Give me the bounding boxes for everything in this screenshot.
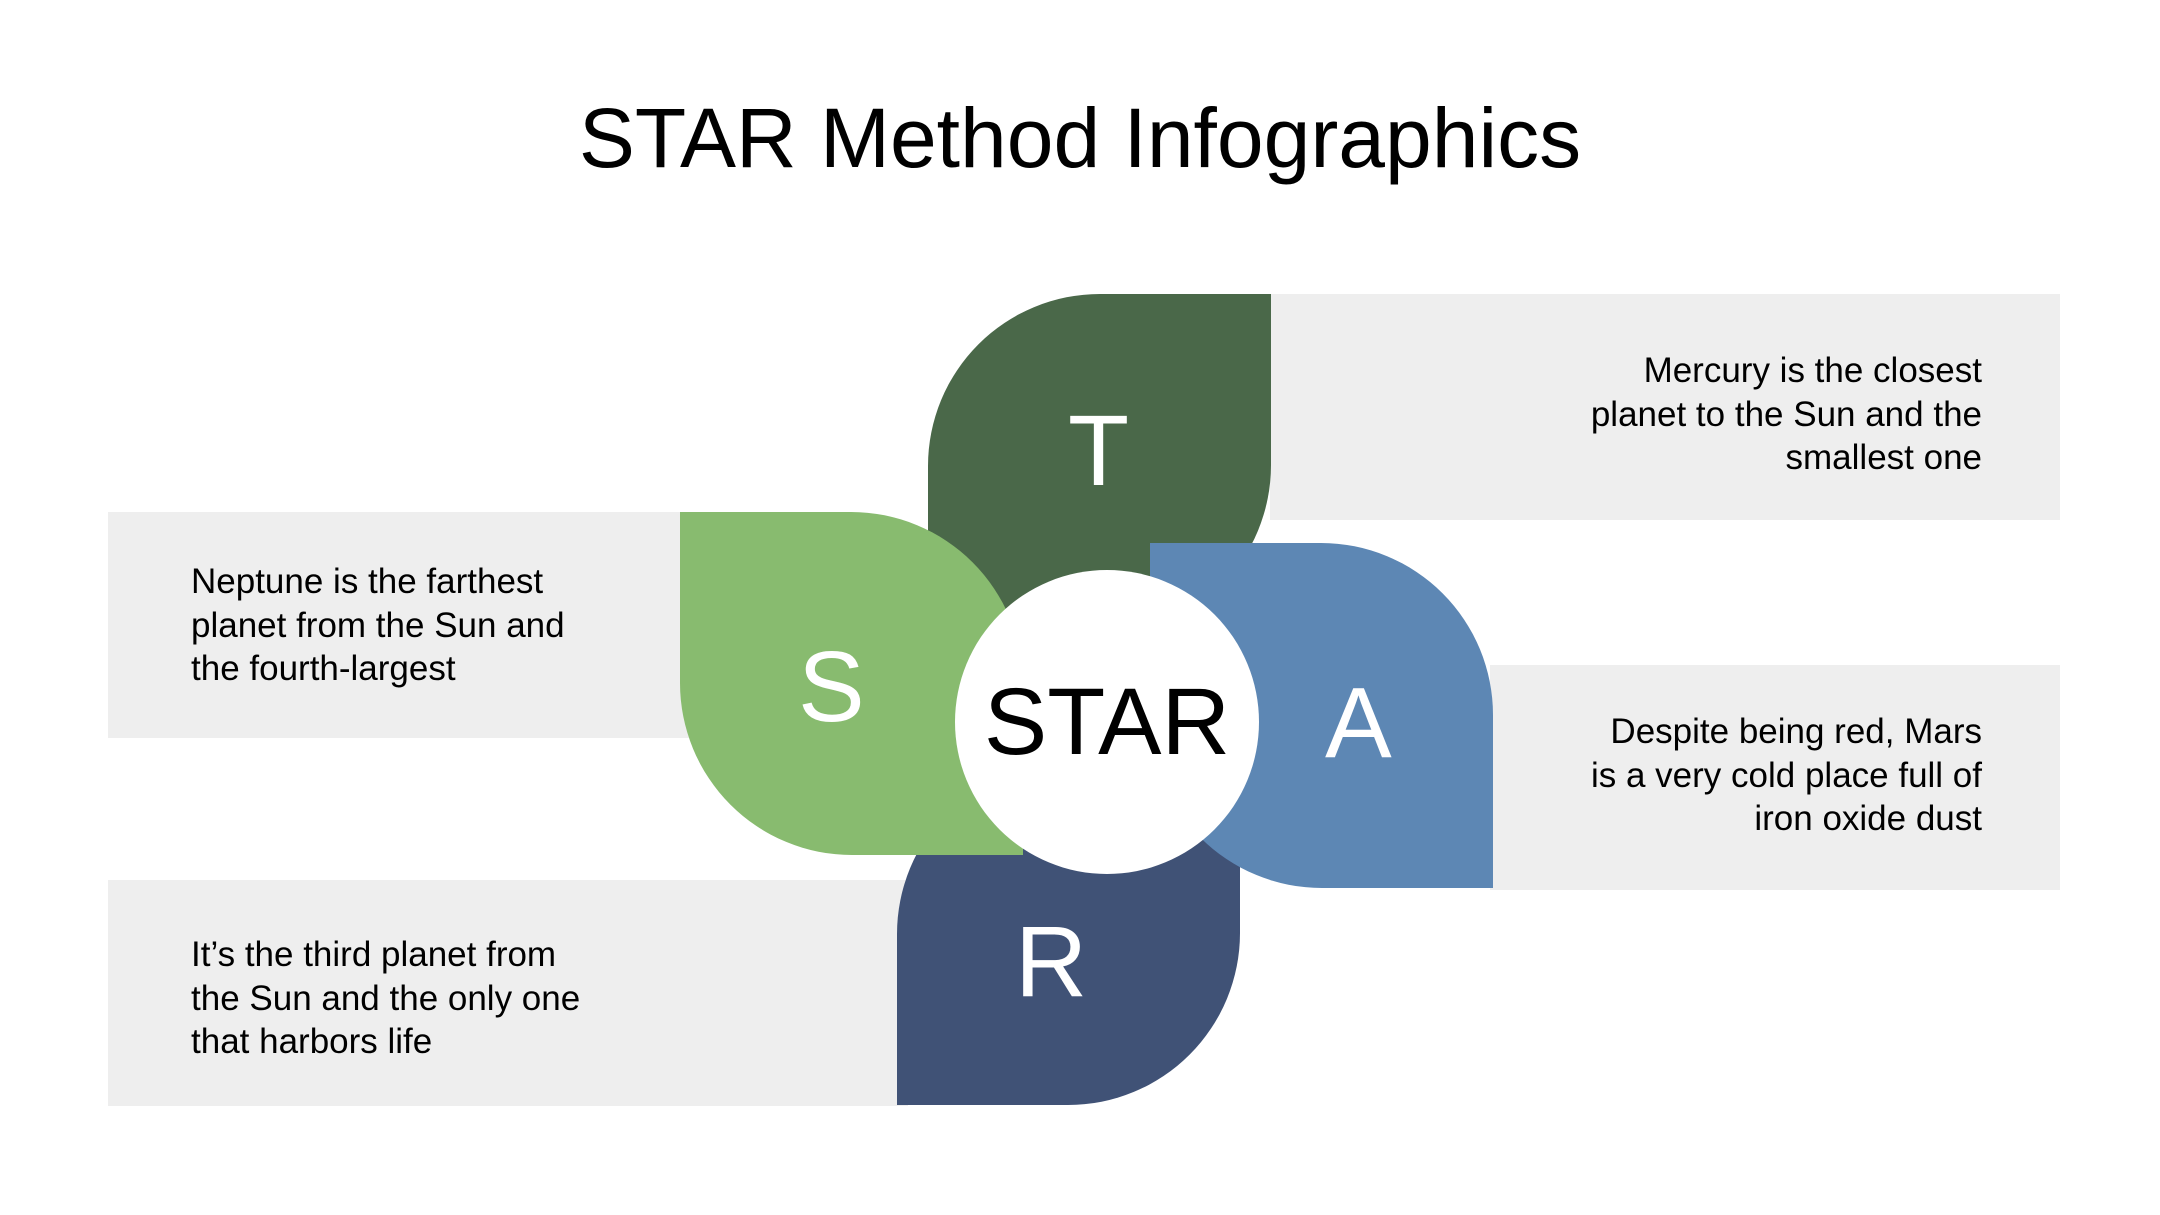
result-description: It’s the third planet from the Sun and t… <box>191 935 581 1061</box>
center-label: STAR <box>983 668 1231 775</box>
result-text-box: It’s the third planet from the Sun and t… <box>108 880 908 1106</box>
task-text-box: Mercury is the closest planet to the Sun… <box>1270 294 2060 520</box>
task-description: Mercury is the closest planet to the Sun… <box>1590 351 1982 477</box>
task-letter: T <box>1068 395 1130 507</box>
action-description: Despite being red, Mars is a very cold p… <box>1590 712 1982 838</box>
action-letter: A <box>1325 667 1392 779</box>
center-circle: STAR <box>955 570 1259 874</box>
result-letter: R <box>1015 906 1088 1018</box>
page-title: STAR Method Infographics <box>578 91 1582 185</box>
situation-letter: S <box>798 631 865 743</box>
situation-description: Neptune is the farthest planet from the … <box>191 562 565 688</box>
action-text-box: Despite being red, Mars is a very cold p… <box>1490 665 2060 890</box>
situation-text-box: Neptune is the farthest planet from the … <box>108 512 708 738</box>
